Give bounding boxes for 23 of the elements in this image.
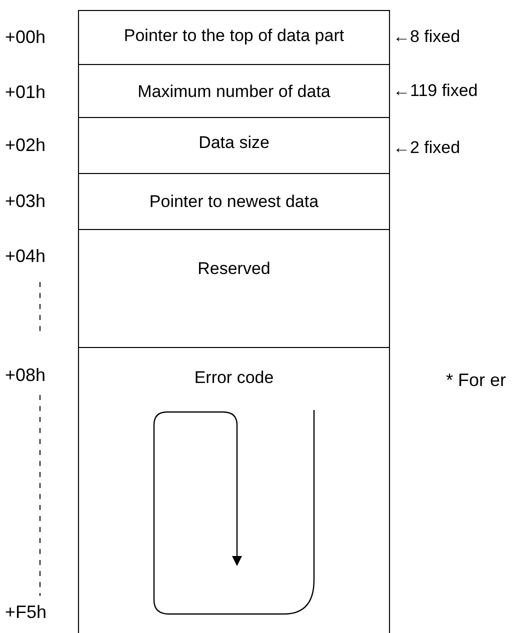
table-row	[78, 348, 390, 633]
address-label: +01h	[5, 82, 46, 103]
address-label: +F5h	[5, 602, 47, 623]
table-row	[78, 65, 390, 118]
fixed-value-note: ←119 fixed	[393, 81, 478, 101]
table-row	[78, 118, 390, 174]
address-label: +02h	[5, 135, 46, 156]
table-row	[78, 230, 390, 348]
table-row	[78, 174, 390, 230]
field-name: Pointer to newest data	[149, 192, 319, 212]
field-name: Reserved	[198, 259, 270, 279]
table-row	[78, 10, 390, 65]
field-name: Maximum number of data	[138, 82, 330, 102]
field-name: Data size	[198, 133, 270, 153]
field-name: Error code	[194, 368, 274, 388]
fixed-value-note: ←2 fixed	[393, 138, 460, 158]
field-name: Pointer to the top of data part	[124, 26, 344, 46]
address-label: +04h	[5, 246, 46, 267]
address-label: +03h	[5, 191, 46, 212]
fixed-value-note: ←8 fixed	[393, 27, 460, 47]
address-label: +08h	[5, 365, 46, 386]
address-label: +00h	[5, 27, 46, 48]
note: * For er	[446, 370, 506, 391]
